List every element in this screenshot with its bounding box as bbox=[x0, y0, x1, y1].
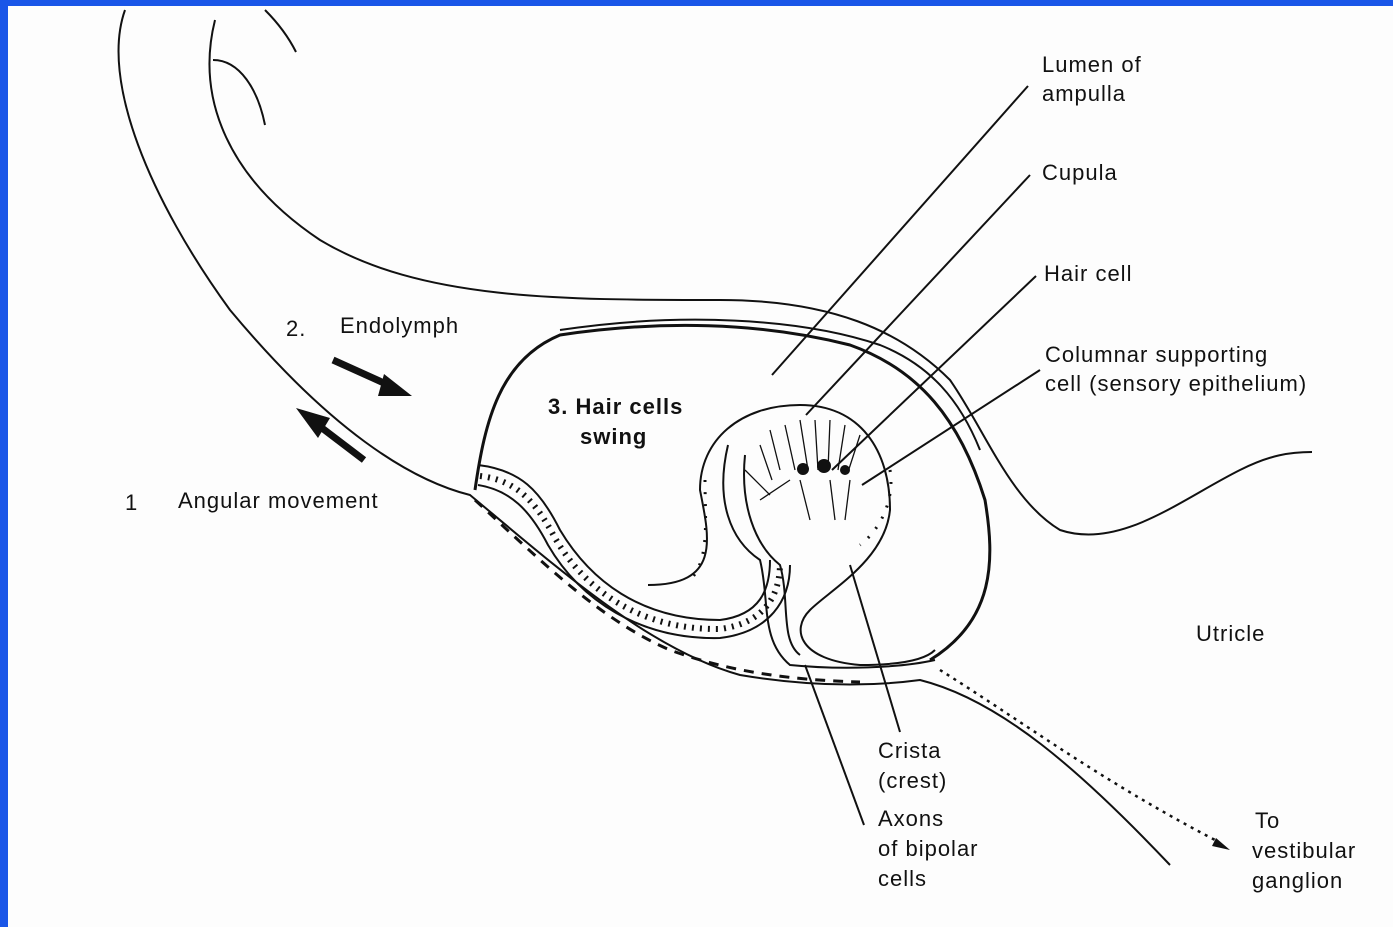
label-angular-movement: Angular movement bbox=[178, 488, 379, 513]
label-vestibular-line-1: To bbox=[1255, 808, 1280, 833]
label-vestibular-line-2: vestibular bbox=[1252, 838, 1356, 863]
label-lumen-line-2: ampulla bbox=[1042, 81, 1126, 106]
hair-cell-body bbox=[797, 463, 809, 475]
hair-cell-body bbox=[817, 459, 831, 473]
label-angular-number: 1 bbox=[125, 490, 138, 515]
leader-hair-cell bbox=[832, 276, 1036, 470]
leader-axons bbox=[805, 665, 864, 825]
label-axons-line-2: of bipolar bbox=[878, 836, 979, 861]
label-hair-cell: Hair cell bbox=[1044, 261, 1132, 286]
label-cupula: Cupula bbox=[1042, 160, 1118, 185]
crista-outer bbox=[723, 445, 935, 668]
label-columnar-line-2: cell (sensory epithelium) bbox=[1045, 371, 1307, 396]
leader-crista bbox=[850, 565, 900, 732]
hair-cell-body bbox=[840, 465, 850, 475]
epithelium-dots bbox=[480, 476, 780, 629]
cupula-shape bbox=[648, 405, 935, 665]
diagram-frame: Lumen of ampulla Cupula Hair cell Column… bbox=[8, 6, 1393, 927]
canal-floor-dots bbox=[475, 500, 860, 682]
epithelium-band-inner bbox=[478, 485, 790, 638]
label-utricle: Utricle bbox=[1196, 621, 1265, 646]
endolymph-arrow bbox=[333, 360, 412, 396]
canal-top-curve bbox=[213, 60, 265, 125]
label-crista-line-1: Crista bbox=[878, 738, 941, 763]
label-endolymph-number: 2. bbox=[286, 316, 306, 341]
leader-lumen bbox=[772, 86, 1028, 375]
label-axons-line-1: Axons bbox=[878, 806, 944, 831]
label-columnar-line-1: Columnar supporting bbox=[1045, 342, 1268, 367]
label-hair-cells-swing-line-2: swing bbox=[580, 424, 647, 449]
nerve-arrowhead bbox=[1212, 838, 1230, 850]
label-hair-cells-swing-line-1: 3. Hair cells bbox=[548, 394, 683, 419]
label-axons-line-3: cells bbox=[878, 866, 927, 891]
label-endolymph: Endolymph bbox=[340, 313, 459, 338]
label-crista-line-2: (crest) bbox=[878, 768, 947, 793]
ampulla-diagram: Lumen of ampulla Cupula Hair cell Column… bbox=[8, 6, 1393, 927]
canal-inner-wall bbox=[210, 20, 1312, 535]
ampulla-wall bbox=[475, 325, 990, 660]
label-lumen-line-1: Lumen of bbox=[1042, 52, 1142, 77]
cupula-dots bbox=[690, 470, 891, 580]
nerve-fiber bbox=[940, 670, 1215, 840]
canal-top-edge bbox=[265, 10, 296, 52]
leader-columnar bbox=[862, 370, 1040, 485]
label-vestibular-line-3: ganglion bbox=[1252, 868, 1343, 893]
